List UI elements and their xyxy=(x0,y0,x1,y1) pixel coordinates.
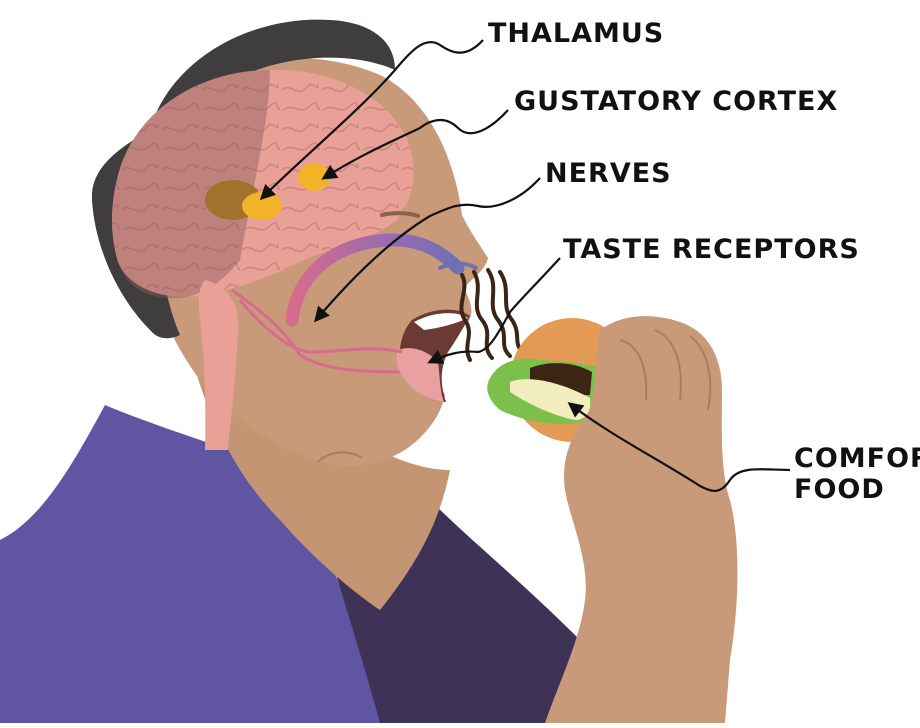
label-nerves: NERVES xyxy=(545,158,672,189)
label-taste-receptors: TASTE RECEPTORS xyxy=(563,234,860,265)
label-comfort-food: COMFORT FOOD xyxy=(794,443,920,505)
label-thalamus: THALAMUS xyxy=(488,18,664,49)
label-gustatory-cortex: GUSTATORY CORTEX xyxy=(514,86,838,117)
label-comfort-food-line2: FOOD xyxy=(794,474,920,505)
thalamus-highlight xyxy=(242,192,282,220)
label-comfort-food-line1: COMFORT xyxy=(794,443,920,474)
